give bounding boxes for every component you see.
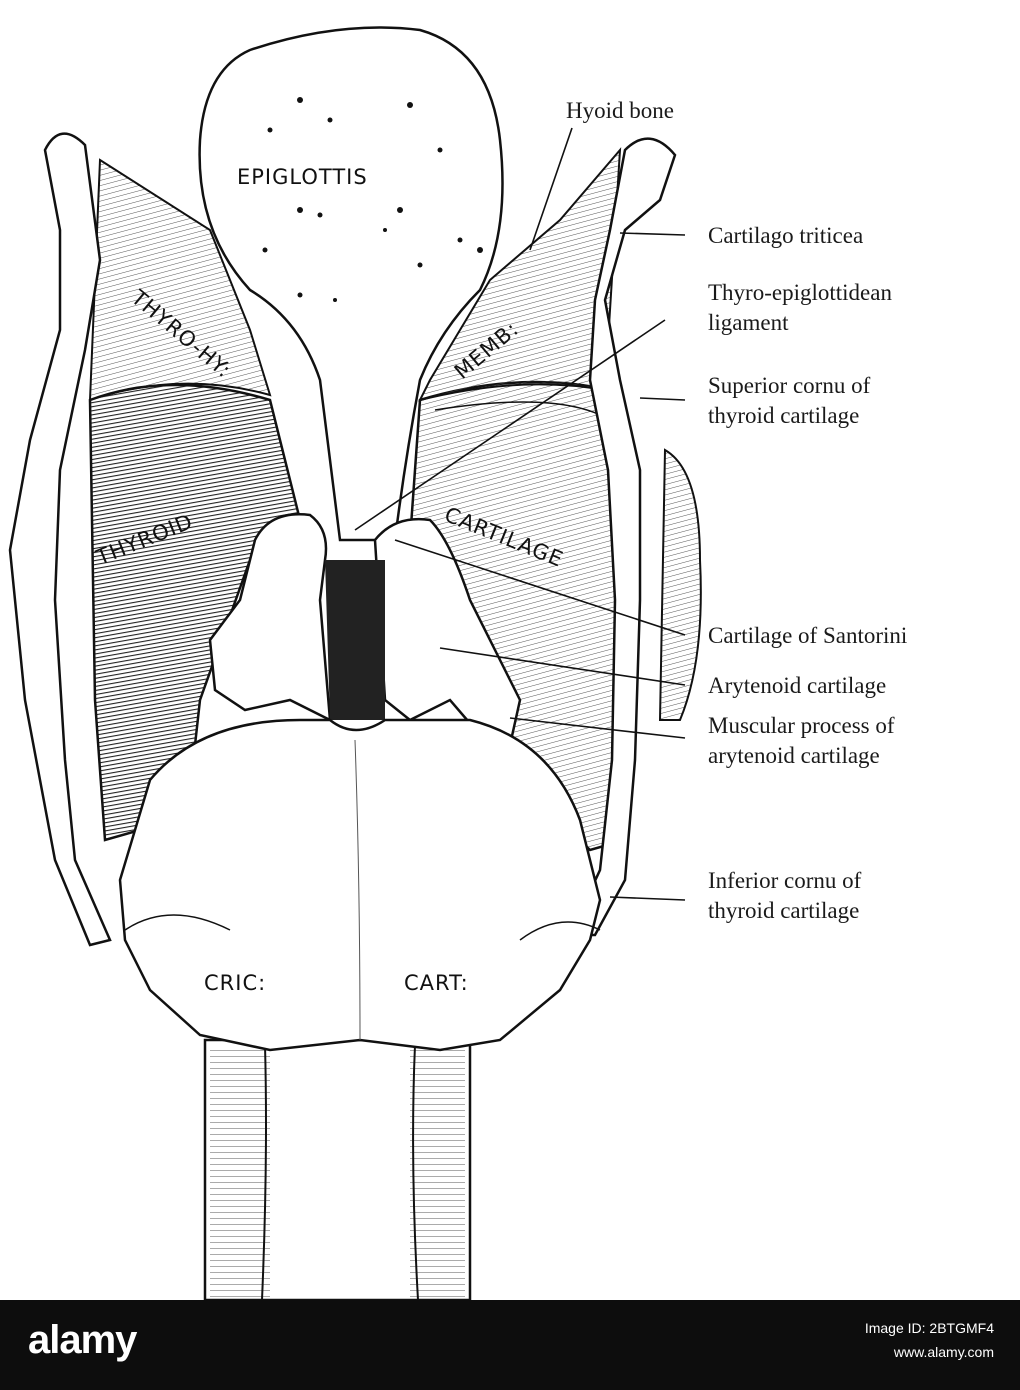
callout-arytenoid: Arytenoid cartilage (708, 673, 886, 698)
callout-inferior-cornu-2: thyroid cartilage (708, 898, 859, 923)
thyrohyoid-membrane (88, 147, 622, 402)
label-cric: CRIC: (204, 971, 266, 995)
callout-santorini: Cartilage of Santorini (708, 623, 907, 648)
left-thyroid-border (8, 132, 112, 947)
callout-muscular-process-2: arytenoid cartilage (708, 743, 880, 768)
right-thyroid-border (568, 137, 702, 937)
thyroid-cartilage (88, 380, 627, 852)
leader-lines (354, 127, 686, 901)
alamy-logo: alamy (28, 1318, 137, 1363)
callout-superior-cornu-1: Superior cornu of (708, 373, 871, 398)
callout-muscular-process-1: Muscular process of (708, 713, 895, 738)
label-epiglottis: EPIGLOTTIS (237, 165, 368, 189)
larynx-illustration: EPIGLOTTIS THYRO-HY: MEMB: THYROID CARTI… (8, 26, 907, 1300)
callout-inferior-cornu-1: Inferior cornu of (708, 868, 862, 893)
trachea (203, 1038, 472, 1300)
callout-superior-cornu-2: thyroid cartilage (708, 403, 859, 428)
callout-cartilago-triticea: Cartilago triticea (708, 223, 863, 248)
alamy-logo-text: alamy (28, 1318, 137, 1362)
watermark-footer: alamy Image ID: 2BTGMF4 www.alamy.com (0, 1300, 1020, 1390)
footer-url: www.alamy.com (893, 1344, 994, 1360)
callout-hyoid-bone: Hyoid bone (566, 98, 674, 123)
arytenoid-cartilages (208, 513, 522, 747)
epiglottis (198, 26, 504, 542)
image-id: Image ID: 2BTGMF4 (864, 1320, 994, 1336)
callout-thyro-epiglottidean-2: ligament (708, 310, 789, 335)
cricoid-cartilage (118, 718, 602, 1052)
callout-thyro-epiglottidean-1: Thyro-epiglottidean (708, 280, 892, 305)
label-cart: CART: (404, 971, 469, 995)
